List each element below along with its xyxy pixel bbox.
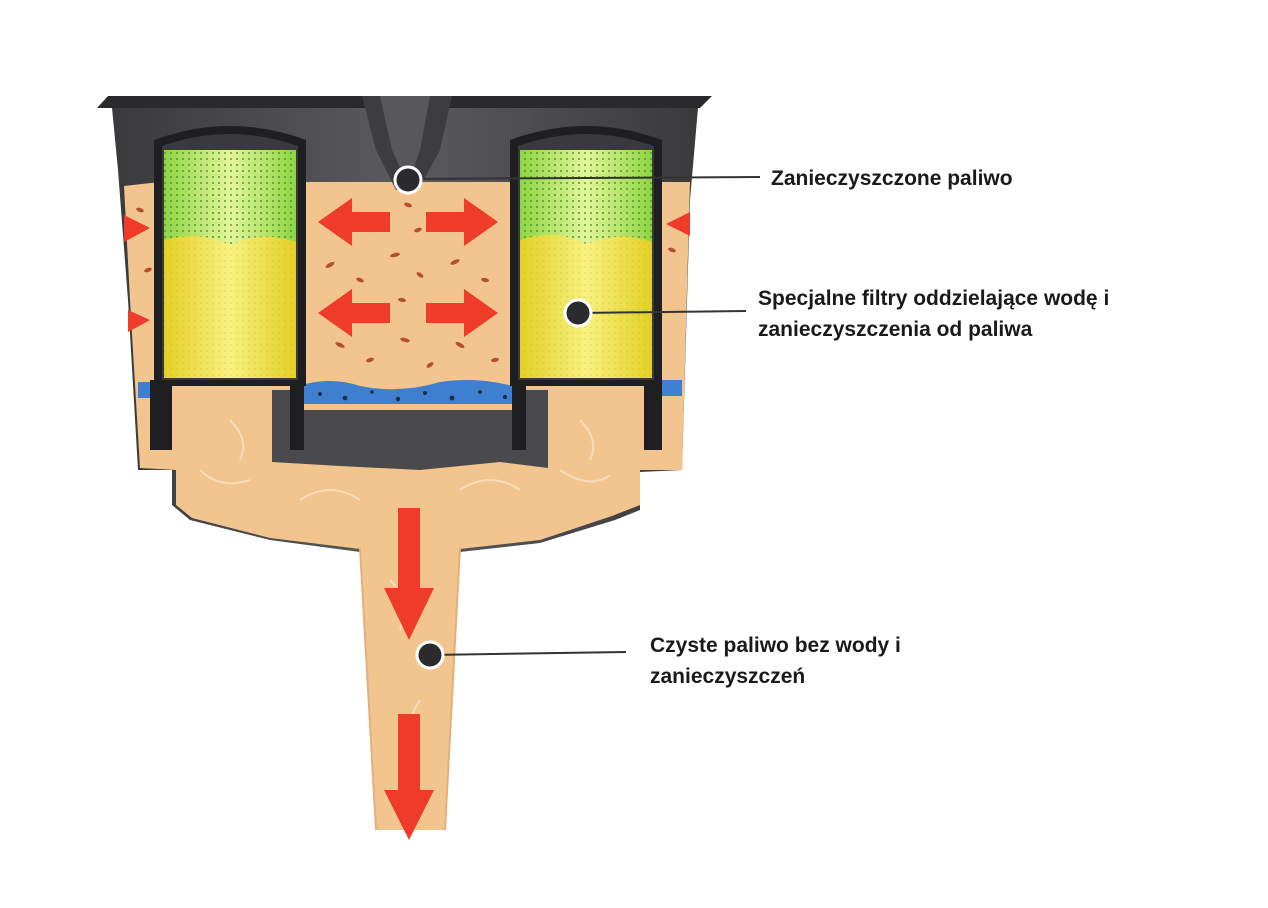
outlet-pipe bbox=[359, 547, 461, 831]
label-clean-fuel-line1: Czyste paliwo bez wody i bbox=[650, 634, 901, 657]
label-contaminated-fuel: Zanieczyszczone paliwo bbox=[771, 163, 1013, 194]
arrow-left-top bbox=[318, 198, 390, 246]
label-special-filters-line1: Specjalne filtry oddzielające wodę i bbox=[758, 287, 1110, 310]
arrow-edge-left-bottom bbox=[128, 310, 150, 332]
filter-cartridge-left bbox=[150, 126, 306, 450]
arrow-edge-right-top bbox=[666, 212, 690, 236]
flow-arrows-down bbox=[384, 508, 434, 840]
water-layer bbox=[298, 380, 520, 404]
callout-contaminated bbox=[393, 165, 761, 195]
arrow-down-bottom bbox=[384, 714, 434, 840]
label-contaminated-fuel-text: Zanieczyszczone paliwo bbox=[771, 167, 1013, 190]
arrow-down-top bbox=[384, 508, 434, 640]
contaminant-particles bbox=[136, 202, 676, 368]
water-debris bbox=[318, 390, 508, 402]
arrow-left-bottom bbox=[318, 289, 390, 337]
label-special-filters: Specjalne filtry oddzielające wodę i zan… bbox=[758, 283, 1109, 345]
label-special-filters-line2: zanieczyszczenia od paliwa bbox=[758, 318, 1033, 341]
arrow-edge-left-top bbox=[124, 215, 150, 242]
callout-filters bbox=[563, 298, 747, 328]
arrow-right-top bbox=[426, 198, 498, 246]
label-clean-fuel: Czyste paliwo bez wody i zanieczyszczeń bbox=[650, 630, 901, 692]
central-basin bbox=[272, 390, 548, 470]
callout-clean bbox=[415, 640, 627, 670]
flow-arrows-horizontal bbox=[124, 198, 690, 337]
label-clean-fuel-line2: zanieczyszczeń bbox=[650, 665, 806, 688]
arrow-right-bottom bbox=[426, 289, 498, 337]
filter-cartridge-right bbox=[510, 126, 662, 450]
